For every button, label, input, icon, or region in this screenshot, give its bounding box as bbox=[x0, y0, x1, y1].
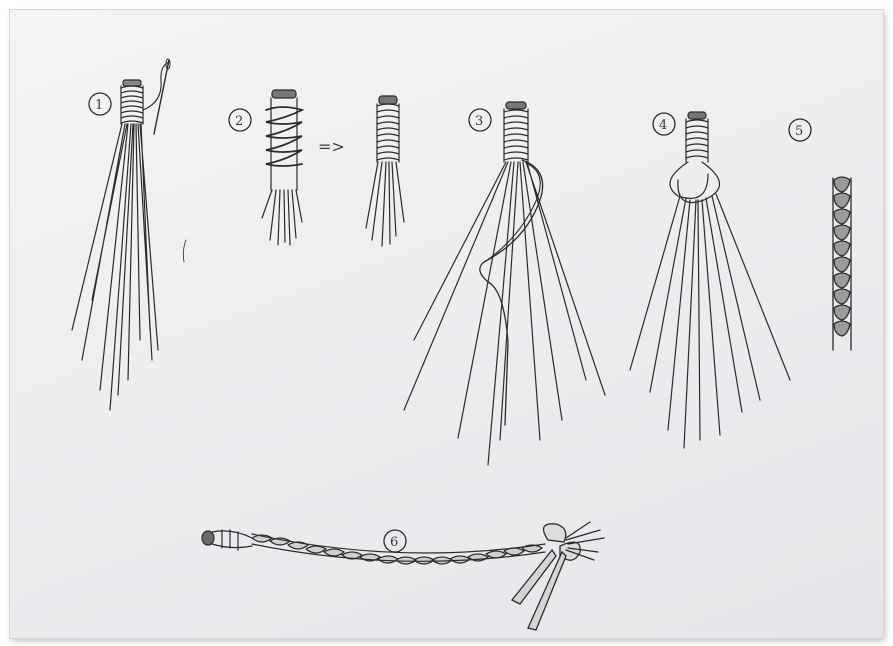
step6-braid bbox=[202, 530, 545, 564]
step1-label: 1 bbox=[95, 98, 103, 113]
step1-drawing: 1 bbox=[72, 59, 170, 410]
arrow-text: => bbox=[318, 137, 345, 156]
step2-drawing: 2 => bbox=[229, 90, 404, 246]
step5-braid bbox=[833, 177, 851, 350]
step3-label: 3 bbox=[475, 114, 483, 129]
step2-bundle bbox=[262, 90, 302, 245]
step3-bundle bbox=[404, 102, 605, 465]
step5-drawing: 5 bbox=[789, 119, 851, 350]
step6-ribbon-bow bbox=[512, 522, 604, 630]
step4-bundle bbox=[630, 112, 790, 448]
step6-label: 6 bbox=[390, 535, 398, 550]
step4-drawing: 4 bbox=[630, 112, 790, 448]
step2-result-bundle bbox=[366, 96, 404, 246]
step5-label: 5 bbox=[795, 124, 803, 139]
stray-mark bbox=[183, 240, 186, 262]
step1-bundle bbox=[72, 59, 170, 410]
step3-drawing: 3 bbox=[404, 102, 605, 465]
step6-drawing: 6 bbox=[202, 522, 604, 630]
step2-label: 2 bbox=[235, 114, 243, 129]
step4-label: 4 bbox=[659, 118, 667, 133]
